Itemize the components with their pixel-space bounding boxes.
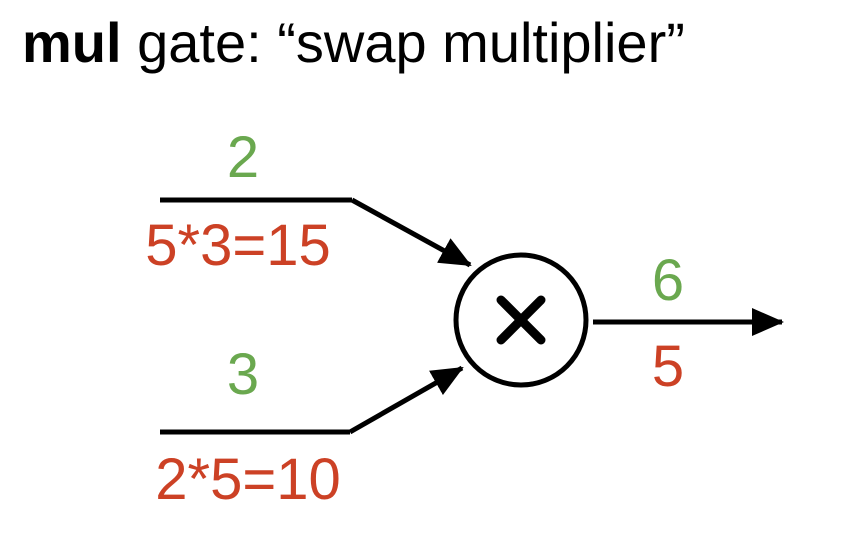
output-forward-value: 6	[652, 248, 684, 313]
input-bottom-forward-value: 3	[227, 342, 259, 407]
input-top-gradient-value: 5*3=15	[145, 213, 330, 278]
output-gradient-value: 5	[652, 334, 684, 399]
input-top-arrow	[350, 197, 472, 268]
input-bottom-arrow	[348, 365, 464, 435]
multiply-icon	[496, 295, 546, 345]
input-bottom-gradient-value: 2*5=10	[155, 447, 340, 512]
input-top-forward-value: 2	[227, 125, 259, 190]
title-bold-part: mul	[22, 11, 122, 74]
title-rest: gate: “swap multiplier”	[122, 11, 685, 74]
diagram-title: mul gate: “swap multiplier”	[22, 11, 685, 74]
